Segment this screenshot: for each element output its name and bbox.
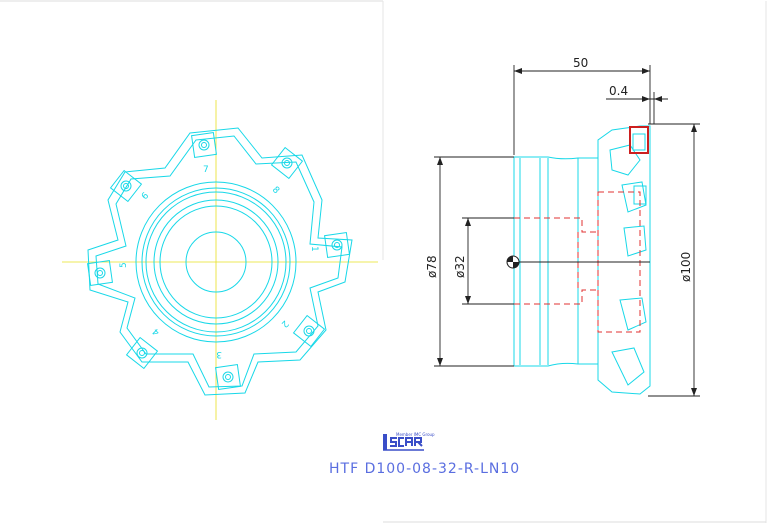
hub-ring-outer	[135, 181, 297, 343]
dim-offset: 0.4	[609, 84, 628, 98]
insert-number: 1	[309, 246, 319, 252]
insert-pocket	[87, 260, 113, 286]
side-view	[506, 125, 651, 395]
hub-ring-3	[145, 191, 287, 333]
bore-circle	[185, 231, 247, 293]
highlighted-insert	[629, 126, 649, 154]
insert-pocket	[109, 169, 143, 203]
cutter-body-outline	[87, 127, 353, 396]
hidden-bore-lines	[514, 191, 641, 333]
dim-body-diameter: ø78	[425, 255, 439, 278]
insert-pocket	[215, 364, 241, 390]
dim-cutting-diameter: ø100	[679, 252, 693, 282]
dim-bore-diameter: ø32	[453, 255, 467, 278]
insert-number: 2	[279, 318, 290, 329]
logo-caption: Member IMC Group	[396, 432, 435, 437]
dimensions: 50 0.4 ø78 ø32 ø100	[425, 56, 700, 397]
insert-number: 3	[216, 349, 222, 359]
insert-seats	[609, 144, 647, 386]
insert-number: 7	[203, 165, 209, 175]
center-mark-fill	[507, 256, 519, 268]
insert-pocket	[270, 146, 304, 180]
side-body-outline	[513, 125, 651, 395]
insert-number: 6	[140, 191, 151, 202]
hub-ring-5	[159, 205, 273, 319]
insert-number: 8	[270, 185, 281, 196]
insert-number: 4	[151, 326, 162, 337]
insert-pocket	[324, 232, 350, 258]
dim-length: 50	[573, 56, 588, 70]
front-view: 1 2 3 4 5 6 7 8	[62, 100, 378, 420]
hub-ring-4	[153, 199, 279, 325]
insert-pocket	[292, 314, 326, 348]
cutter-body-inner-outline	[95, 135, 343, 388]
iscar-logo: Member IMC Group	[383, 432, 435, 451]
insert-seat-square	[632, 133, 646, 151]
insert-pocket	[125, 336, 159, 370]
arrowhead	[642, 96, 662, 102]
part-number-title: HTF D100-08-32-R-LN10	[329, 461, 521, 477]
insert-number: 5	[119, 262, 129, 268]
hub-ring-2	[141, 187, 291, 337]
insert-pocket	[191, 132, 217, 158]
